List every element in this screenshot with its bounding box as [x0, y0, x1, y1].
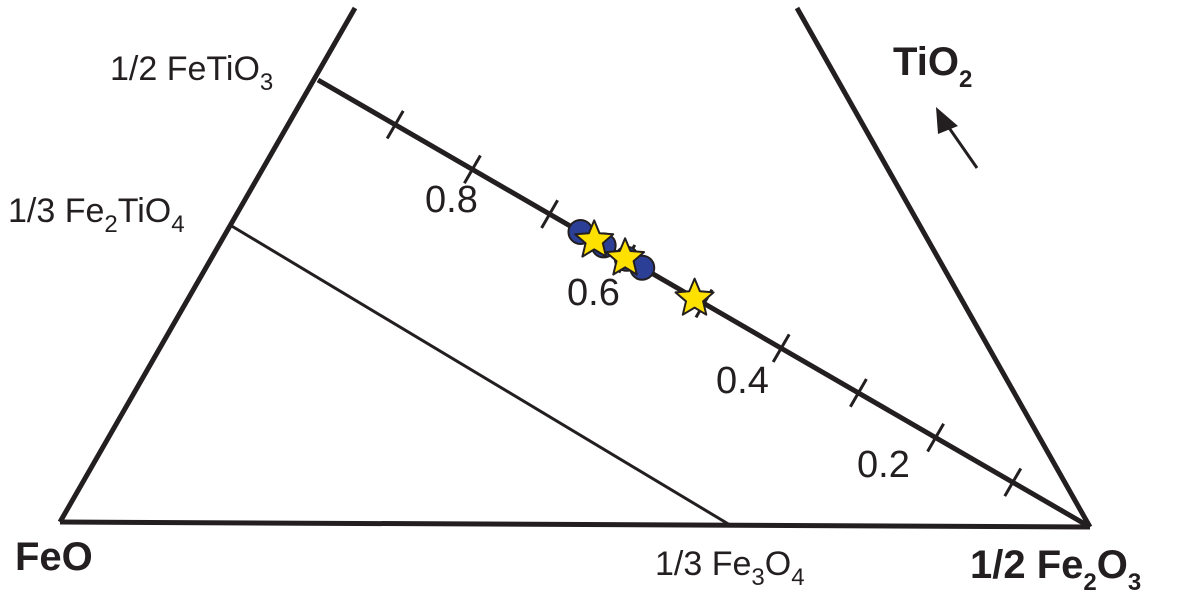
tick-mark: [463, 154, 482, 184]
corner-label-feo: FeO: [15, 535, 93, 579]
tick-label-0-2: 0.2: [857, 444, 910, 486]
corner-label-fe2o3: 1/2 Fe2O3: [970, 543, 1141, 596]
tick-label-0-4: 0.4: [716, 360, 769, 402]
corner-label-tio2: TiO2: [893, 40, 972, 93]
left-edge-feo-tio2: [57, 6, 358, 524]
tick-mark: [540, 199, 559, 229]
baseline-feo-fe2o3: [59, 519, 1091, 530]
side-label-ulvospinel: 1/3 Fe2TiO4: [8, 192, 185, 238]
tick-mark: [385, 110, 405, 140]
data-point-star: [674, 277, 715, 316]
tick-label-0-8: 0.8: [425, 179, 478, 221]
tick-mark: [771, 333, 791, 363]
composition-markers: [567, 218, 715, 316]
ulvospinel-magnetite-join: [229, 223, 731, 527]
tick-label-0-6: 0.6: [567, 272, 620, 314]
data-point-star: [574, 219, 615, 258]
side-label-ilmenite: 1/2 FeTiO3: [110, 50, 273, 96]
tick-mark: [926, 423, 945, 453]
data-point-star: [605, 237, 646, 276]
right-edge-fe2o3-tio2: [794, 6, 1093, 529]
arrow-up-left-icon: [936, 107, 979, 169]
side-label-magnetite: 1/3 Fe3O4: [655, 545, 805, 591]
tick-mark: [1003, 467, 1023, 497]
tick-mark: [849, 378, 868, 408]
